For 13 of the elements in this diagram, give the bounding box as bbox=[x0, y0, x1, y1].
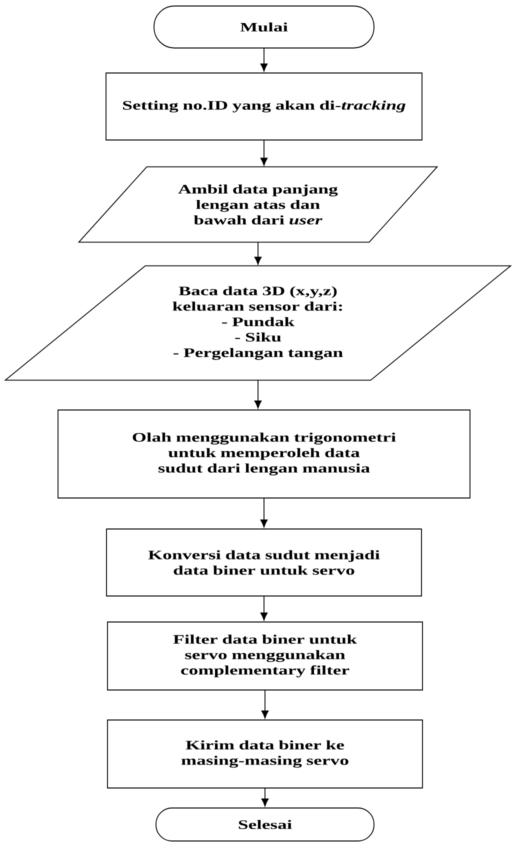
arrow bbox=[260, 140, 268, 166]
arrow bbox=[254, 380, 262, 408]
arrow bbox=[260, 596, 268, 620]
arrow bbox=[260, 48, 268, 72]
process-box: Konversi data sudut menjadi data biner untuk servo bbox=[106, 528, 422, 596]
process-box: Kirim data biner ke masing-masing servo bbox=[107, 720, 423, 788]
arrow bbox=[260, 498, 268, 528]
process-box: Olah menggunakan trigonometri untuk memperoleh data sudut dari lengan manusia bbox=[58, 410, 470, 498]
arrow bbox=[261, 788, 269, 806]
arrow bbox=[261, 690, 269, 718]
process-box: Filter data biner untuk servo menggunakan complementary filter bbox=[107, 622, 423, 690]
process-box: Setting no.ID yang akan di-tracking bbox=[106, 72, 422, 140]
arrow bbox=[254, 242, 262, 265]
